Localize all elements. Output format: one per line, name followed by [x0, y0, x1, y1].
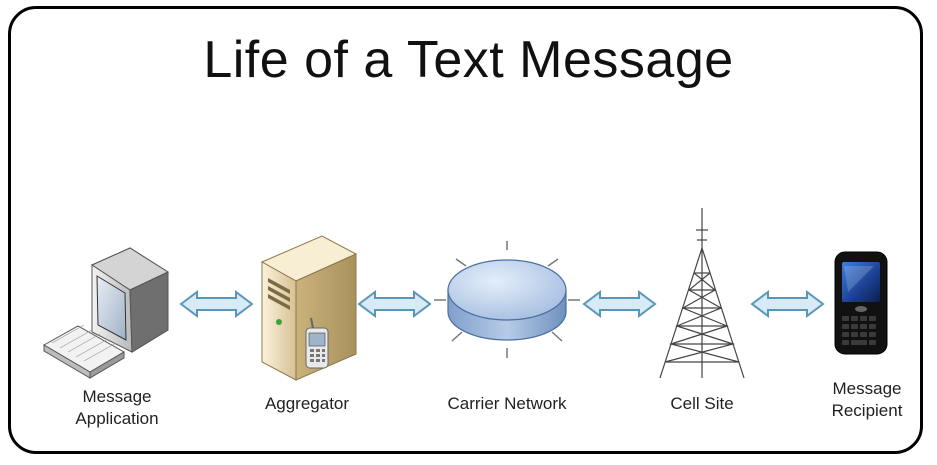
computer-icon: [42, 247, 170, 379]
smartphone-icon: [834, 251, 888, 355]
label-line: Aggregator: [264, 394, 350, 413]
label-line: Message: [82, 387, 152, 406]
label-line: Cell Site: [670, 394, 734, 413]
connector-arrow-2: [357, 290, 432, 318]
node-label-message-application: Message Application: [52, 386, 182, 430]
connector-arrow-3: [582, 290, 657, 318]
label-line: Application: [75, 409, 159, 428]
label-line: Recipient: [831, 401, 903, 420]
node-label-cell-site: Cell Site: [652, 393, 752, 415]
label-line: Carrier Network: [447, 394, 567, 413]
mobile-phone-icon: [305, 317, 329, 369]
node-label-carrier-network: Carrier Network: [432, 393, 582, 415]
diagram-title: Life of a Text Message: [203, 31, 734, 89]
node-label-aggregator: Aggregator: [242, 393, 372, 415]
label-line: Message: [832, 379, 902, 398]
server-icon: [260, 235, 358, 381]
node-label-message-recipient: Message Recipient: [812, 378, 922, 422]
diagram-frame: [8, 6, 923, 454]
connector-arrow-1: [179, 290, 254, 318]
network-disc-icon: [434, 241, 580, 358]
cell-tower-icon: [659, 208, 745, 379]
connector-arrow-4: [750, 290, 825, 318]
